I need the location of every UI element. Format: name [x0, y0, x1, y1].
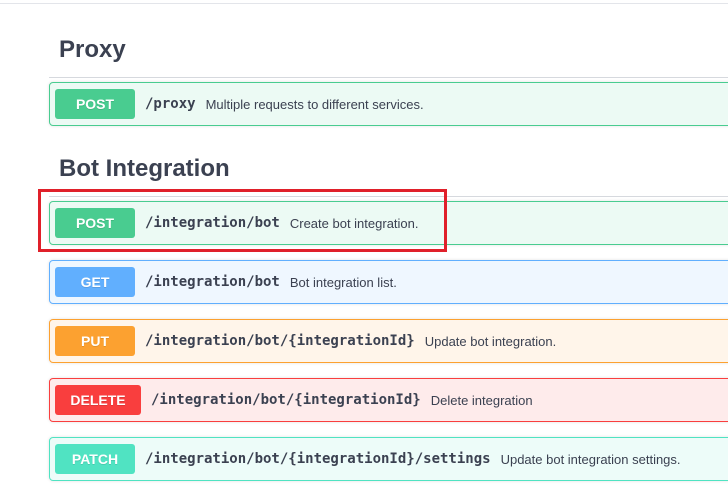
method-badge-delete: DELETE	[55, 385, 141, 415]
operation-description: Delete integration	[430, 392, 533, 408]
section-divider-bot-integration	[49, 196, 728, 197]
method-badge-get: GET	[55, 267, 135, 297]
operation-post-integration-bot[interactable]: POST /integration/bot Create bot integra…	[49, 201, 728, 245]
operation-description: Create bot integration.	[289, 215, 419, 231]
operation-path: /integration/bot/{integrationId}/setting…	[145, 451, 491, 467]
operation-path: /integration/bot/{integrationId}	[145, 333, 415, 349]
top-divider	[0, 0, 728, 4]
method-badge-post: POST	[55, 89, 135, 119]
operation-path: /integration/bot	[145, 215, 280, 231]
section-title-bot-integration[interactable]: Bot Integration	[59, 155, 230, 182]
operation-description: Multiple requests to different services.	[205, 96, 424, 112]
operation-get-integration-bot[interactable]: GET /integration/bot Bot integration lis…	[49, 260, 728, 304]
section-divider-proxy	[49, 77, 728, 78]
section-title-proxy[interactable]: Proxy	[59, 36, 126, 63]
operation-put-integration-bot-id[interactable]: PUT /integration/bot/{integrationId} Upd…	[49, 319, 728, 363]
method-badge-put: PUT	[55, 326, 135, 356]
operation-delete-integration-bot-id[interactable]: DELETE /integration/bot/{integrationId} …	[49, 378, 728, 422]
operation-path: /proxy	[145, 96, 196, 112]
operation-path: /integration/bot/{integrationId}	[151, 392, 421, 408]
operation-description: Update bot integration.	[424, 333, 557, 349]
operation-post-proxy[interactable]: POST /proxy Multiple requests to differe…	[49, 82, 728, 126]
method-badge-post: POST	[55, 208, 135, 238]
operation-description: Update bot integration settings.	[500, 451, 681, 467]
operation-path: /integration/bot	[145, 274, 280, 290]
method-badge-patch: PATCH	[55, 444, 135, 474]
operation-description: Bot integration list.	[289, 274, 397, 290]
operation-patch-integration-bot-settings[interactable]: PATCH /integration/bot/{integrationId}/s…	[49, 437, 728, 481]
